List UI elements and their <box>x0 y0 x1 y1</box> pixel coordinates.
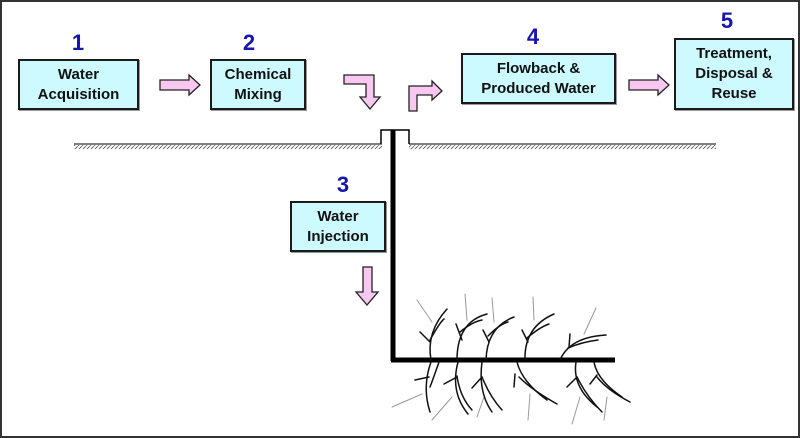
arrow-3-down <box>354 266 380 307</box>
arrow-well-to-4 <box>408 79 443 112</box>
arrow-2-to-well <box>343 74 382 111</box>
step-1-label: Water Acquisition <box>37 65 120 103</box>
step-3-water-injection: Water Injection <box>290 201 386 252</box>
step-2-number: 2 <box>242 30 256 55</box>
step-5-label: Treatment, Disposal & Reuse <box>695 45 773 102</box>
step-4-number: 4 <box>526 24 540 49</box>
step-5-number: 5 <box>720 8 734 33</box>
step-1-number: 1 <box>71 30 85 55</box>
step-3-number: 3 <box>336 172 350 197</box>
ground-surface <box>74 143 716 149</box>
step-2-chemical-mixing: Chemical Mixing <box>210 59 306 110</box>
arrow-4-to-5 <box>628 73 670 97</box>
step-4-label: Flowback & Produced Water <box>481 59 596 97</box>
step-1-water-acquisition: Water Acquisition <box>18 59 139 110</box>
arrow-1-to-2 <box>159 73 201 97</box>
fractures <box>391 293 631 425</box>
step-2-label: Chemical Mixing <box>224 65 292 103</box>
step-3-label: Water Injection <box>307 207 369 245</box>
step-4-flowback-produced-water: Flowback & Produced Water <box>461 53 616 104</box>
step-5-treatment-disposal-reuse: Treatment, Disposal & Reuse <box>674 38 794 110</box>
